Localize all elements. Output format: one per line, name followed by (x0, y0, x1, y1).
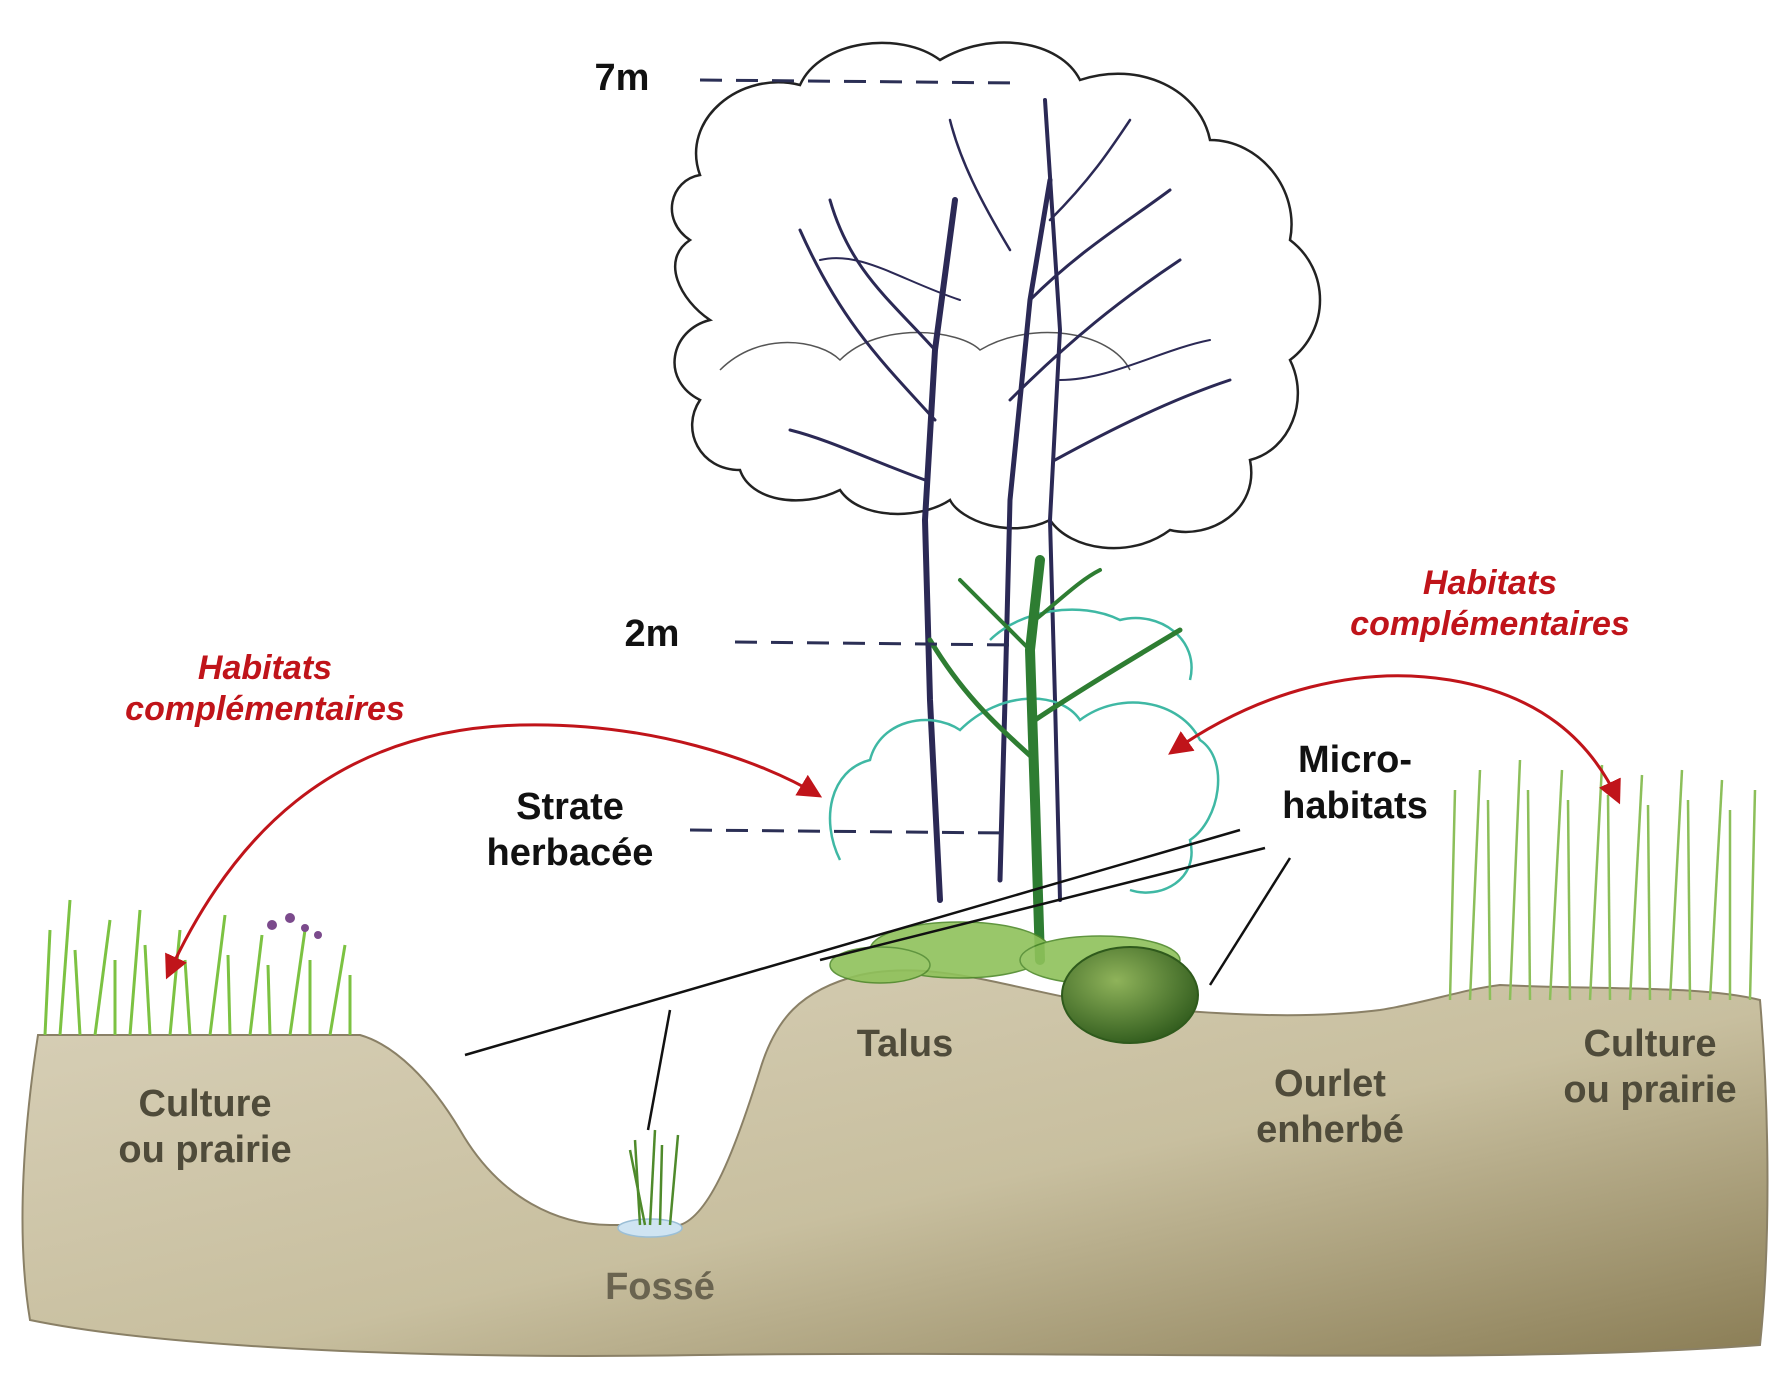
culture-left-label: Culture ou prairie (80, 1082, 330, 1173)
herbaceous-line-2: herbacée (440, 831, 700, 877)
complementary-habitats-left-label: Habitats complémentaires (90, 648, 440, 730)
herbaceous-stratum-label: Strate herbacée (440, 785, 700, 876)
herbaceous-line-1: Strate (440, 785, 700, 831)
ourlet-line-1: Ourlet (1225, 1062, 1435, 1108)
micro-habitat-pointer-4 (1210, 858, 1290, 985)
rock (1062, 947, 1198, 1043)
height-7m-line (700, 80, 1020, 83)
height-2m-label: 2m (602, 612, 702, 658)
talus-label: Talus (830, 1022, 980, 1068)
herbaceous-line (690, 830, 1010, 833)
height-2m-line (735, 642, 1015, 645)
right-grass (1450, 760, 1755, 1000)
fosse-label: Fossé (580, 1265, 740, 1311)
micro-habitats-line-1: Micro- (1245, 738, 1465, 784)
culture-right-label: Culture ou prairie (1525, 1022, 1775, 1113)
culture-right-line-1: Culture (1525, 1022, 1775, 1068)
tree-canopy-outline (672, 43, 1320, 549)
culture-left-line-1: Culture (80, 1082, 330, 1128)
ourlet-label: Ourlet enherbé (1225, 1062, 1435, 1153)
ourlet-line-2: enherbé (1225, 1108, 1435, 1154)
height-7m-label: 7m (572, 56, 672, 102)
complementary-left-line-2: complémentaires (90, 689, 440, 730)
micro-habitats-label: Micro- habitats (1245, 738, 1465, 829)
complementary-left-line-1: Habitats (90, 648, 440, 689)
tree-branches (790, 100, 1230, 900)
complementary-habitats-right-label: Habitats complémentaires (1315, 563, 1665, 645)
culture-right-line-2: ou prairie (1525, 1068, 1775, 1114)
micro-habitats-line-2: habitats (1245, 784, 1465, 830)
culture-left-line-2: ou prairie (80, 1128, 330, 1174)
complementary-right-line-1: Habitats (1315, 563, 1665, 604)
complementary-right-line-2: complémentaires (1315, 604, 1665, 645)
micro-habitat-pointer-3 (648, 1010, 670, 1130)
ditch-grass (630, 1130, 678, 1225)
wildflower (267, 913, 322, 939)
